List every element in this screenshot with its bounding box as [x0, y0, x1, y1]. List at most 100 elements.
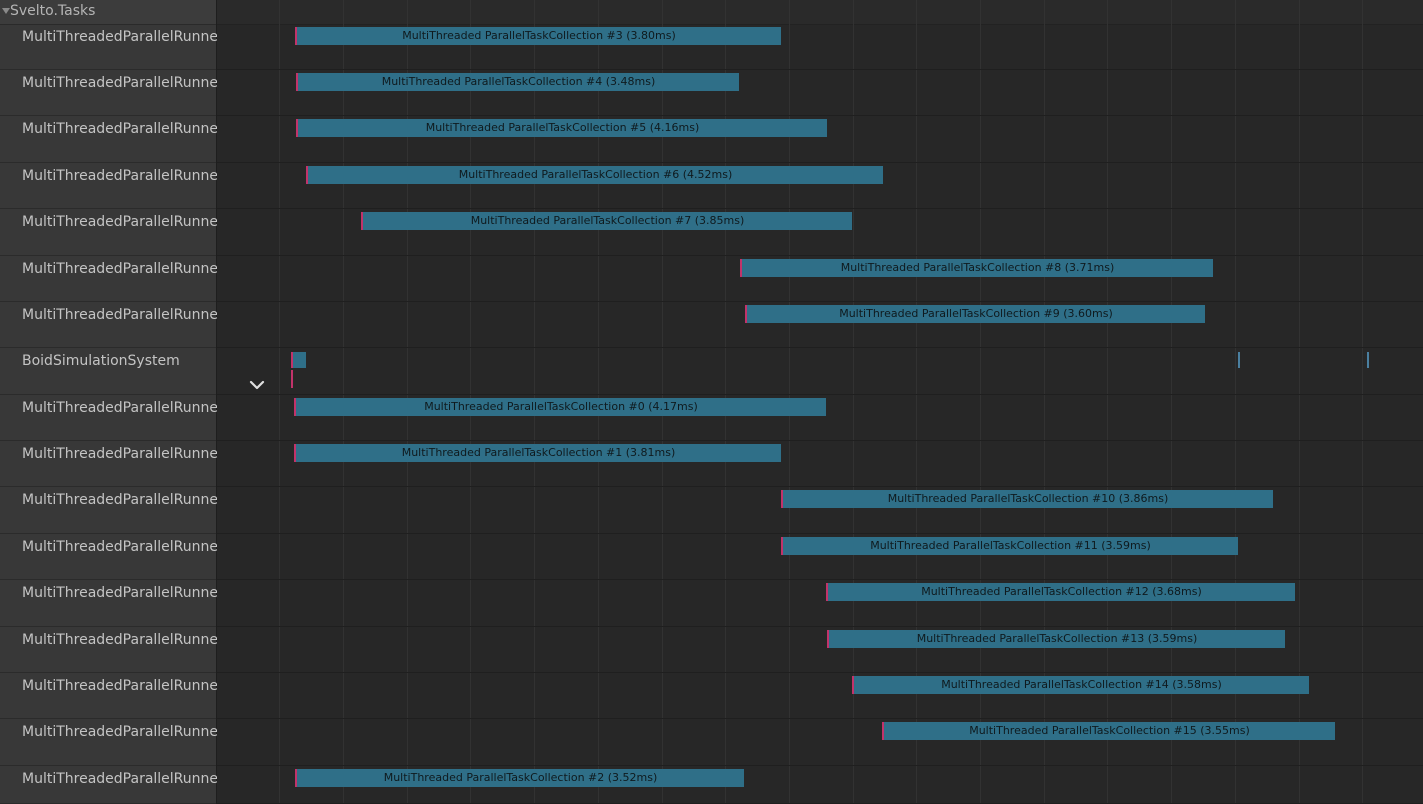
thread-row-label[interactable]: BoidSimulationSystem [0, 348, 216, 395]
thread-row-label[interactable]: MultiThreadedParallelRunne [0, 302, 219, 348]
task-sample-bar[interactable]: MultiThreaded ParallelTaskCollection #3 … [295, 27, 781, 45]
task-sample-bar[interactable]: MultiThreaded ParallelTaskCollection #12… [826, 583, 1295, 601]
thread-row-label[interactable]: MultiThreadedParallelRunne [0, 673, 219, 719]
thread-row-label[interactable]: MultiThreadedParallelRunne [0, 534, 219, 580]
boid-sample-bar[interactable] [291, 352, 306, 368]
row-separator [217, 394, 1423, 395]
grid-line [1362, 0, 1363, 804]
thread-name: MultiThreadedParallelRunne [22, 29, 219, 45]
task-sample-bar[interactable]: MultiThreaded ParallelTaskCollection #2 … [295, 769, 744, 787]
thread-row-label[interactable]: MultiThreadedParallelRunne [0, 256, 219, 302]
task-sample-label: MultiThreaded ParallelTaskCollection #8 … [840, 261, 1115, 274]
task-sample-label: MultiThreaded ParallelTaskCollection #12… [921, 585, 1202, 598]
thread-row-label[interactable]: MultiThreadedParallelRunne [0, 719, 219, 766]
thread-name: MultiThreadedParallelRunne [22, 121, 219, 137]
grid-line [1171, 0, 1172, 804]
row-separator [217, 533, 1423, 534]
task-sample-label: MultiThreaded ParallelTaskCollection #4 … [381, 75, 656, 88]
thread-name: MultiThreadedParallelRunne [22, 261, 219, 277]
thread-row-label[interactable]: MultiThreadedParallelRunne [0, 209, 219, 256]
row-separator [217, 486, 1423, 487]
task-sample-bar[interactable]: MultiThreaded ParallelTaskCollection #9 … [745, 305, 1205, 323]
task-sample-label: MultiThreaded ParallelTaskCollection #2 … [383, 771, 658, 784]
task-sample-label: MultiThreaded ParallelTaskCollection #0 … [424, 400, 698, 413]
task-sample-bar[interactable]: MultiThreaded ParallelTaskCollection #10… [781, 490, 1273, 508]
task-sample-label: MultiThreaded ParallelTaskCollection #6 … [458, 168, 733, 181]
grid-line [1044, 0, 1045, 804]
thread-row-label[interactable]: MultiThreadedParallelRunne [0, 70, 219, 116]
task-sample-bar[interactable]: MultiThreaded ParallelTaskCollection #15… [882, 722, 1335, 740]
thread-name: MultiThreadedParallelRunne [22, 539, 219, 555]
thread-name: MultiThreadedParallelRunne [22, 400, 219, 416]
grid-line [980, 0, 981, 804]
boid-sample-tick[interactable] [1367, 352, 1369, 368]
task-sample-bar[interactable]: MultiThreaded ParallelTaskCollection #11… [781, 537, 1238, 555]
thread-name: MultiThreadedParallelRunne [22, 446, 219, 462]
thread-row-label[interactable]: MultiThreadedParallelRunne [0, 441, 219, 487]
group-header-svelto-tasks[interactable]: Svelto.Tasks [0, 0, 216, 25]
task-sample-bar[interactable]: MultiThreaded ParallelTaskCollection #6 … [306, 166, 883, 184]
thread-name: MultiThreadedParallelRunne [22, 678, 219, 694]
row-separator [217, 69, 1423, 70]
thread-row-label[interactable]: MultiThreadedParallelRunne [0, 395, 219, 441]
thread-name: MultiThreadedParallelRunne [22, 214, 219, 230]
grid-line [279, 0, 280, 804]
thread-name: MultiThreadedParallelRunne [22, 632, 219, 648]
task-sample-label: MultiThreaded ParallelTaskCollection #11… [870, 539, 1151, 552]
thread-name: MultiThreadedParallelRunne [22, 307, 219, 323]
thread-name: MultiThreadedParallelRunne [22, 492, 219, 508]
task-sample-label: MultiThreaded ParallelTaskCollection #15… [969, 724, 1250, 737]
timeline-header [217, 0, 1423, 25]
task-sample-bar[interactable]: MultiThreaded ParallelTaskCollection #1 … [294, 444, 781, 462]
group-title: Svelto.Tasks [10, 3, 96, 19]
thread-row-label[interactable]: MultiThreadedParallelRunne [0, 163, 219, 209]
grid-line [1235, 0, 1236, 804]
task-sample-bar[interactable]: MultiThreaded ParallelTaskCollection #14… [852, 676, 1309, 694]
thread-name: BoidSimulationSystem [22, 353, 180, 369]
grid-line [1299, 0, 1300, 804]
thread-row-label[interactable]: MultiThreadedParallelRunne [0, 766, 218, 804]
task-sample-bar[interactable]: MultiThreaded ParallelTaskCollection #5 … [296, 119, 827, 137]
chevron-down-icon[interactable] [249, 379, 265, 391]
grid-line [916, 0, 917, 804]
thread-row-label[interactable]: MultiThreadedParallelRunne [0, 627, 219, 673]
row-separator [217, 208, 1423, 209]
row-separator [217, 115, 1423, 116]
row-separator [217, 672, 1423, 673]
row-separator [217, 718, 1423, 719]
thread-row-label[interactable]: MultiThreadedParallelRunne [0, 487, 219, 534]
task-sample-label: MultiThreaded ParallelTaskCollection #3 … [402, 29, 676, 42]
task-sample-bar[interactable]: MultiThreaded ParallelTaskCollection #13… [827, 630, 1285, 648]
task-sample-bar[interactable]: MultiThreaded ParallelTaskCollection #4 … [296, 73, 739, 91]
task-sample-label: MultiThreaded ParallelTaskCollection #7 … [470, 214, 745, 227]
thread-name: MultiThreadedParallelRunne [22, 585, 219, 601]
task-sample-bar[interactable]: MultiThreaded ParallelTaskCollection #8 … [740, 259, 1213, 277]
task-sample-label: MultiThreaded ParallelTaskCollection #10… [887, 492, 1169, 505]
thread-row-label[interactable]: MultiThreadedParallelRunne [0, 580, 219, 627]
grid-line [1107, 0, 1108, 804]
thread-name: MultiThreadedParallelRunne [22, 168, 219, 184]
boid-sample-tick[interactable] [1238, 352, 1240, 368]
row-separator [217, 579, 1423, 580]
row-separator [217, 347, 1423, 348]
triangle-down-icon[interactable] [2, 8, 10, 14]
task-sample-label: MultiThreaded ParallelTaskCollection #14… [941, 678, 1222, 691]
row-separator [217, 301, 1423, 302]
thread-name: MultiThreadedParallelRunne [22, 724, 219, 740]
thread-name: MultiThreadedParallelRunne [22, 75, 219, 91]
thread-row-label[interactable]: MultiThreadedParallelRunne [0, 116, 219, 163]
row-separator [217, 162, 1423, 163]
timeline-area[interactable]: MultiThreaded ParallelTaskCollection #3 … [217, 0, 1423, 804]
task-sample-label: MultiThreaded ParallelTaskCollection #13… [916, 632, 1198, 645]
row-separator [217, 626, 1423, 627]
row-separator [217, 440, 1423, 441]
task-sample-bar[interactable]: MultiThreaded ParallelTaskCollection #7 … [361, 212, 852, 230]
thread-row-label[interactable]: MultiThreadedParallelRunne [0, 24, 219, 70]
task-sample-label: MultiThreaded ParallelTaskCollection #5 … [425, 121, 700, 134]
boid-sample-marker [291, 370, 293, 388]
row-separator [217, 765, 1423, 766]
task-sample-bar[interactable]: MultiThreaded ParallelTaskCollection #0 … [294, 398, 826, 416]
task-sample-label: MultiThreaded ParallelTaskCollection #9 … [839, 307, 1113, 320]
